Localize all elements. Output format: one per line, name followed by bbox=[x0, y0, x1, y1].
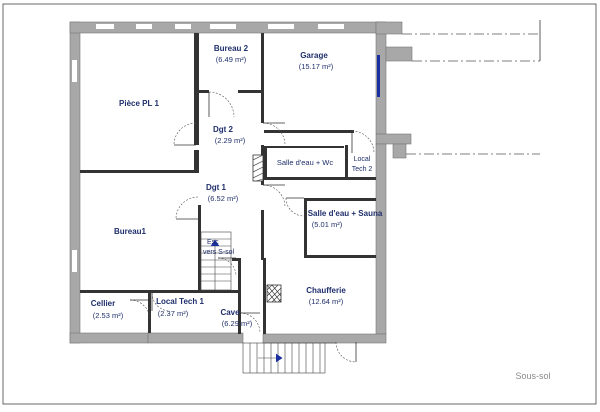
level-label: Sous-sol bbox=[515, 371, 550, 381]
room-garage: Garage (15.17 m²) bbox=[299, 51, 334, 71]
room-cellier-area: (2.53 m²) bbox=[93, 311, 124, 320]
room-dgt1-name: Dgt 1 bbox=[206, 183, 227, 192]
room-dgt1: Dgt 1 (6.52 m²) bbox=[206, 183, 239, 203]
room-chaufferie: Chaufferie (12.64 m²) bbox=[306, 286, 346, 306]
interior-stairs bbox=[200, 231, 232, 291]
stairs-label-line2: vers S-sol bbox=[203, 249, 235, 256]
room-local-tech1-name: Local Tech 1 bbox=[156, 297, 204, 306]
doors bbox=[129, 91, 375, 363]
room-bureau1-name: Bureau1 bbox=[114, 227, 147, 236]
room-chaufferie-name: Chaufferie bbox=[306, 286, 346, 295]
room-local-tech1: Local Tech 1 (2.37 m²) bbox=[156, 297, 204, 318]
room-piece-pl1-name: Pièce PL 1 bbox=[119, 99, 159, 108]
room-bureau2: Bureau 2 (6.49 m²) bbox=[214, 44, 249, 64]
hatched-ducts bbox=[252, 154, 282, 303]
room-cellier-name: Cellier bbox=[91, 299, 115, 308]
room-garage-area: (15.17 m²) bbox=[299, 62, 334, 71]
room-salle-eau-wc-name: Salle d'eau + Wc bbox=[277, 158, 334, 167]
room-salle-eau-sauna: Salle d'eau + Sauna (5.01 m²) bbox=[308, 209, 383, 229]
interior-walls bbox=[80, 33, 376, 334]
room-local-tech1-area: (2.37 m²) bbox=[158, 309, 189, 318]
room-salle-eau-sauna-area: (5.01 m²) bbox=[312, 220, 343, 229]
room-cave-area: (6.29 m²) bbox=[222, 319, 253, 328]
room-dgt2-name: Dgt 2 bbox=[213, 125, 234, 134]
room-salle-eau-wc: Salle d'eau + Wc bbox=[277, 158, 334, 167]
room-salle-eau-sauna-name: Salle d'eau + Sauna bbox=[308, 209, 383, 218]
windows bbox=[72, 24, 344, 272]
room-cave-name: Cave bbox=[220, 308, 240, 317]
room-local-tech2: Local Tech 2 bbox=[352, 156, 373, 173]
room-dgt2: Dgt 2 (2.29 m²) bbox=[213, 125, 246, 145]
room-local-tech2-line1: Local bbox=[354, 156, 371, 163]
room-garage-name: Garage bbox=[300, 51, 328, 60]
room-cave: Cave (6.29 m²) bbox=[220, 308, 252, 328]
room-chaufferie-area: (12.64 m²) bbox=[309, 297, 344, 306]
room-local-tech2-line2: Tech 2 bbox=[352, 166, 373, 173]
room-cellier: Cellier (2.53 m²) bbox=[91, 299, 124, 320]
room-dgt1-area: (6.52 m²) bbox=[208, 194, 239, 203]
room-dgt2-area: (2.29 m²) bbox=[215, 136, 246, 145]
stairs-label-line1: Esc bbox=[207, 239, 219, 246]
exterior-stairs bbox=[242, 342, 336, 374]
stairs-label: Esc vers S-sol bbox=[203, 239, 235, 256]
frame-border bbox=[2, 3, 597, 405]
room-bureau2-area: (6.49 m²) bbox=[216, 55, 247, 64]
garage-door bbox=[377, 55, 380, 97]
room-bureau2-name: Bureau 2 bbox=[214, 44, 249, 53]
exterior-dash-lines bbox=[402, 20, 541, 155]
room-piece-pl1: Pièce PL 1 bbox=[119, 99, 159, 108]
room-bureau1: Bureau1 bbox=[114, 227, 147, 236]
